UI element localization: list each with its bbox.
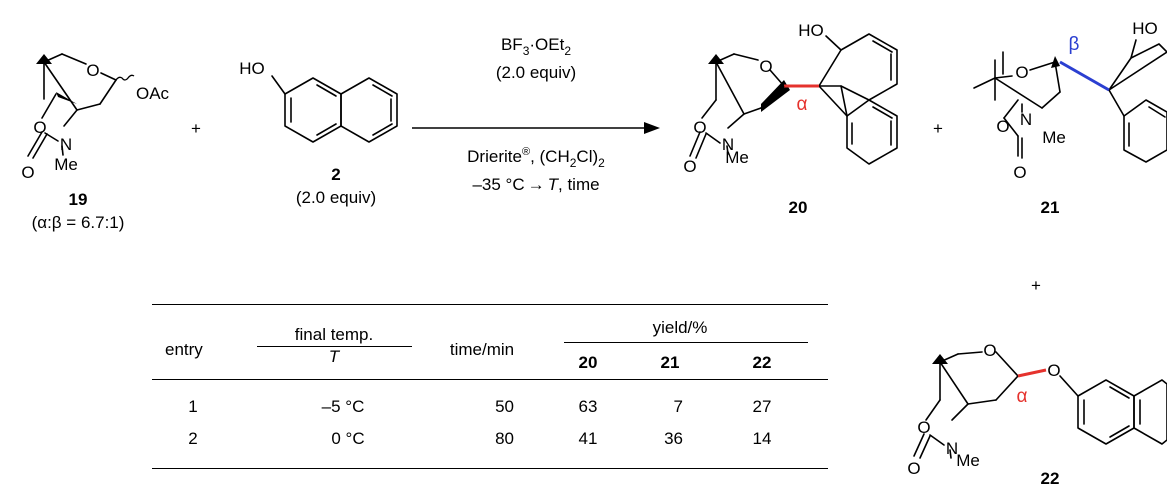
- header-col-20: 20: [578, 353, 598, 372]
- glycosidic-oxygen: O: [1047, 361, 1060, 380]
- carbamate-oxygen: O: [33, 118, 46, 137]
- row-2-time: 80: [495, 429, 514, 448]
- yield-underline: [564, 342, 808, 343]
- solvent-conditions: Drierite®, (CH2Cl)2: [467, 146, 605, 170]
- header-yield: yield/%: [652, 318, 708, 337]
- reactant-19-structure: O OAc O O N Me: [21, 53, 170, 182]
- nitrogen: N: [1020, 110, 1032, 129]
- final-temp-underline: [257, 346, 412, 347]
- n-methyl: Me: [725, 148, 749, 167]
- product-21-structure: O HO O O N Me β: [973, 19, 1167, 182]
- table-header-rule: [152, 379, 828, 380]
- reactant-2-structure: HO: [239, 59, 398, 143]
- compound-2-label: 2: [331, 165, 340, 184]
- table-bottom-rule: [152, 468, 828, 469]
- carbamate-oxygen: O: [917, 418, 930, 437]
- hydroxyl-group: HO: [798, 21, 824, 40]
- alpha-stereo-label: α: [1017, 386, 1028, 407]
- plus-sign-3: +: [1031, 276, 1041, 295]
- carbonyl-oxygen: O: [683, 157, 696, 176]
- n-methyl: Me: [1042, 128, 1066, 147]
- header-final-temp: final temp.: [294, 325, 374, 344]
- alpha-stereo-label: α: [797, 94, 808, 115]
- temperature-conditions: –35 °C→T, time: [472, 175, 599, 194]
- plus-sign-1: +: [191, 119, 201, 138]
- reaction-arrow: [412, 122, 660, 134]
- nitrogen: N: [60, 135, 72, 154]
- carbonyl-oxygen: O: [1013, 163, 1026, 182]
- row-1-time: 50: [495, 397, 514, 416]
- row-1-yield-22: 27: [752, 397, 772, 416]
- row-1-temp: –5 °C: [321, 397, 365, 416]
- compound-22-label: 22: [1041, 469, 1060, 486]
- ring-oxygen: O: [983, 341, 996, 360]
- n-methyl: Me: [956, 451, 980, 470]
- ring-oxygen: O: [759, 57, 772, 76]
- row-2-temp: 0 °C: [331, 429, 365, 448]
- anomer-ratio: (α:β = 6.7:1): [32, 213, 125, 232]
- row-1-entry: 1: [188, 397, 198, 416]
- hydroxyl-group: HO: [239, 59, 265, 78]
- compound-20-label: 20: [789, 198, 808, 217]
- row-2-yield-22: 14: [752, 429, 772, 448]
- beta-stereo-label: β: [1069, 34, 1080, 55]
- compound-21-label: 21: [1041, 198, 1060, 217]
- n-methyl: Me: [54, 155, 78, 174]
- product-20-structure: O HO O O N Me α: [683, 21, 898, 176]
- naphthol-equiv: (2.0 equiv): [296, 188, 376, 207]
- carbamate-oxygen: O: [693, 118, 706, 137]
- row-2-entry: 2: [188, 429, 198, 448]
- compound-19-label: 19: [69, 190, 88, 209]
- header-T: T: [328, 347, 340, 366]
- header-col-22: 22: [752, 353, 772, 372]
- ring-oxygen: O: [1015, 63, 1028, 82]
- nitrogen: N: [946, 439, 958, 458]
- header-entry: entry: [165, 340, 203, 359]
- table-top-rule: [152, 304, 828, 305]
- lewis-acid-equiv: (2.0 equiv): [496, 63, 576, 82]
- hydroxyl-group: HO: [1132, 19, 1158, 38]
- row-2-yield-21: 36: [664, 429, 683, 448]
- nitrogen: N: [722, 135, 734, 154]
- row-2-yield-20: 41: [578, 429, 598, 448]
- carbonyl-oxygen: O: [21, 163, 34, 182]
- row-1-yield-21: 7: [673, 397, 683, 416]
- carbamate-oxygen: O: [996, 117, 1009, 136]
- product-22-structure: O O O O N Me α: [907, 341, 1167, 478]
- row-1-yield-20: 63: [578, 397, 598, 416]
- header-col-21: 21: [660, 353, 680, 372]
- ring-oxygen: O: [86, 61, 99, 80]
- oac-group: OAc: [136, 84, 170, 103]
- carbonyl-oxygen: O: [907, 459, 920, 478]
- header-time: time/min: [449, 340, 515, 359]
- plus-sign-2: +: [933, 119, 943, 138]
- lewis-acid-reagent: BF3·OEt2: [501, 35, 571, 58]
